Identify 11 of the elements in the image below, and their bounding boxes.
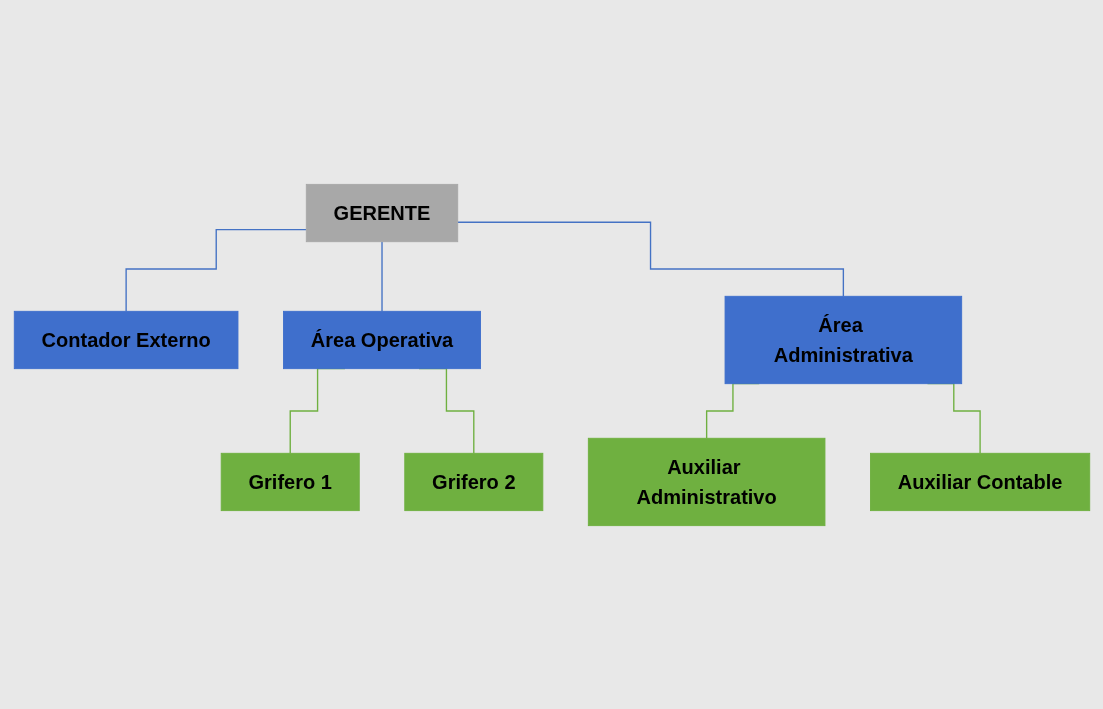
connector: [456, 221, 844, 297]
node-box: GERENTE: [305, 183, 458, 242]
node-box: Área Administrativa: [724, 295, 962, 384]
node-box: Auxiliar Contable: [869, 452, 1090, 511]
node-box: Área Operativa: [282, 310, 481, 369]
connector: [124, 228, 307, 312]
node-box: Grifero 1: [220, 452, 360, 511]
node-box: Auxiliar Administrativo: [587, 437, 825, 526]
node-box: Contador Externo: [13, 310, 238, 369]
connector: [380, 240, 383, 312]
node-box: Grifero 2: [403, 452, 543, 511]
